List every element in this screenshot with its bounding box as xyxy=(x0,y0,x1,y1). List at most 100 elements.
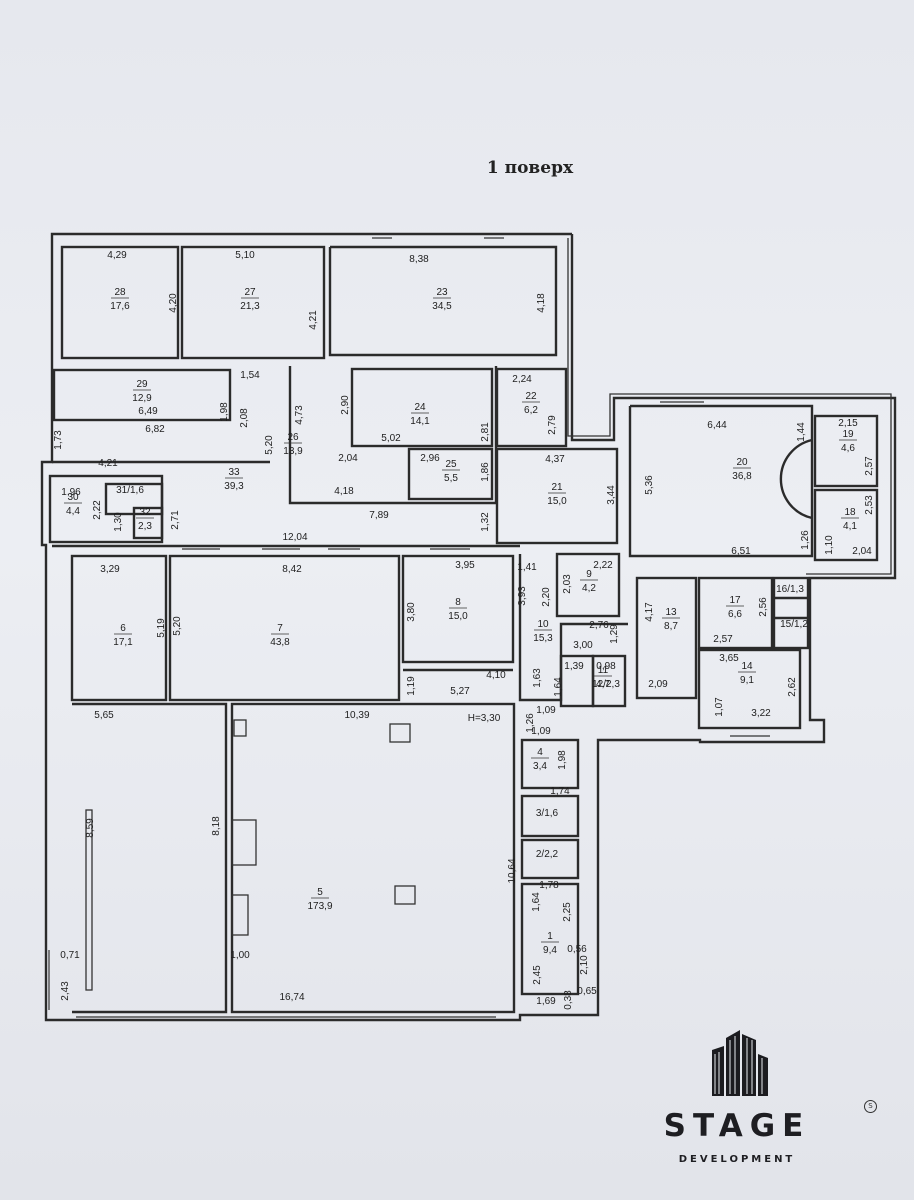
room-area-33: 39,3 xyxy=(224,481,244,492)
room-label-15: 15/1,2 xyxy=(780,619,808,630)
room-label-16: 16/1,3 xyxy=(776,584,804,595)
room-area-32: 2,3 xyxy=(138,521,152,532)
dimension-label: 0,98 xyxy=(596,661,616,672)
dimension-label: 6,82 xyxy=(145,424,165,435)
room-area-28: 17,6 xyxy=(110,301,130,312)
dimension-label: 5,02 xyxy=(381,433,401,444)
room-area-18: 4,1 xyxy=(843,521,857,532)
dimension-label: 1,26 xyxy=(800,530,811,550)
room-number-17: 17 xyxy=(729,595,741,606)
room-area-30: 4,4 xyxy=(66,506,80,517)
dimension-label: 8,38 xyxy=(409,254,429,265)
dimension-label: 5,65 xyxy=(94,710,114,721)
dimension-label: 4,10 xyxy=(486,670,506,681)
room-number-22: 22 xyxy=(525,391,537,402)
room-area-5: 173,9 xyxy=(307,901,332,912)
dimension-label: 8,42 xyxy=(282,564,302,575)
dimension-label: 1,73 xyxy=(53,430,64,450)
room-area-25: 5,5 xyxy=(444,473,458,484)
room-number-7: 7 xyxy=(277,623,283,634)
dimension-label: 1,19 xyxy=(406,676,417,696)
dimension-label: 5,27 xyxy=(450,686,470,697)
room-number-28: 28 xyxy=(114,287,126,298)
dimension-label: 2,22 xyxy=(92,500,103,520)
dimension-label: 5,20 xyxy=(264,435,275,455)
dimension-label: 4,17 xyxy=(644,602,655,622)
building-icon xyxy=(712,1030,768,1096)
dimension-label: 8,59 xyxy=(85,818,96,838)
room-number-19: 19 xyxy=(842,429,854,440)
dimension-label: 3,29 xyxy=(100,564,120,575)
dimension-label: 1,00 xyxy=(230,950,250,961)
dimension-label: 6,44 xyxy=(707,420,727,431)
room-area-1: 9,4 xyxy=(543,945,557,956)
dimension-label: 1,98 xyxy=(557,750,568,770)
dimension-label: 6,49 xyxy=(138,406,158,417)
room-number-29: 29 xyxy=(136,379,148,390)
dimension-label: 5,20 xyxy=(172,616,183,636)
room-area-24: 14,1 xyxy=(410,416,430,427)
room-area-23: 34,5 xyxy=(432,301,452,312)
dimension-label: 2,24 xyxy=(512,374,532,385)
room-area-27: 21,3 xyxy=(240,301,260,312)
dimension-label: 1,54 xyxy=(240,370,260,381)
dimension-label: 3,80 xyxy=(406,602,417,622)
dimension-label: 2,76 xyxy=(589,620,609,631)
room-label-31: 31/1,6 xyxy=(116,485,144,496)
dimension-label: 3,00 xyxy=(573,640,593,651)
room-number-4: 4 xyxy=(537,747,543,758)
room-area-6: 17,1 xyxy=(113,637,133,648)
room-number-8: 8 xyxy=(455,597,461,608)
dimension-label: 10,39 xyxy=(344,710,369,721)
dimension-label: 3,44 xyxy=(606,485,617,505)
room-number-21: 21 xyxy=(551,482,563,493)
room-number-27: 27 xyxy=(244,287,256,298)
room-area-29: 12,9 xyxy=(132,393,152,404)
room-area-14: 9,1 xyxy=(740,675,754,686)
dimension-label: 5,10 xyxy=(235,250,255,261)
room-area-17: 6,6 xyxy=(728,609,742,620)
dimension-label: 4,20 xyxy=(168,293,179,313)
room-number-25: 25 xyxy=(445,459,457,470)
room-number-32: 32 xyxy=(139,507,151,518)
dimension-label: 2,57 xyxy=(713,634,733,645)
dimension-label: 8,18 xyxy=(211,816,222,836)
dimension-label: 2,09 xyxy=(648,679,668,690)
room-number-30: 30 xyxy=(67,492,79,503)
dimension-label: 4,18 xyxy=(334,486,354,497)
dimension-label: H=3,30 xyxy=(468,713,501,724)
dimension-label: 1,09 xyxy=(531,726,551,737)
room-area-20: 36,8 xyxy=(732,471,752,482)
dimension-label: 0,56 xyxy=(567,944,587,955)
logo-subtitle: DEVELOPMENT xyxy=(678,1154,796,1165)
dimension-label: 2,43 xyxy=(60,981,71,1001)
room-area-22: 6,2 xyxy=(524,405,538,416)
dimension-label: 1,63 xyxy=(532,668,543,688)
dimension-label: 2,08 xyxy=(239,408,250,428)
dimension-label: 12,04 xyxy=(282,532,307,543)
room-label-12: 12/2,3 xyxy=(592,679,620,690)
dimension-label: 4,37 xyxy=(545,454,565,465)
dimension-label: 2,53 xyxy=(864,495,875,515)
dimension-label: 1,64 xyxy=(553,677,564,697)
floor-title: 1 поверх xyxy=(486,158,574,178)
dimension-label: 2,57 xyxy=(864,456,875,476)
room-number-18: 18 xyxy=(844,507,856,518)
dimension-label: 4,21 xyxy=(308,310,319,330)
dimension-label: 4,29 xyxy=(107,250,127,261)
room-number-33: 33 xyxy=(228,467,240,478)
room-labels: 2817,62721,32334,52912,92414,1226,22613,… xyxy=(64,287,859,956)
room-number-23: 23 xyxy=(436,287,448,298)
dimension-label: 2,62 xyxy=(787,677,798,697)
dimension-label: 2,04 xyxy=(338,453,358,464)
dimension-label: 0,71 xyxy=(60,950,80,961)
room-number-26: 26 xyxy=(287,432,299,443)
dimension-label: 16,74 xyxy=(279,992,304,1003)
room-area-13: 8,7 xyxy=(664,621,678,632)
dimension-label: 2,71 xyxy=(170,510,181,530)
room-area-19: 4,6 xyxy=(841,443,855,454)
room-area-4: 3,4 xyxy=(533,761,547,772)
dimension-label: 2,56 xyxy=(758,597,769,617)
registered-mark: S xyxy=(864,1100,877,1113)
